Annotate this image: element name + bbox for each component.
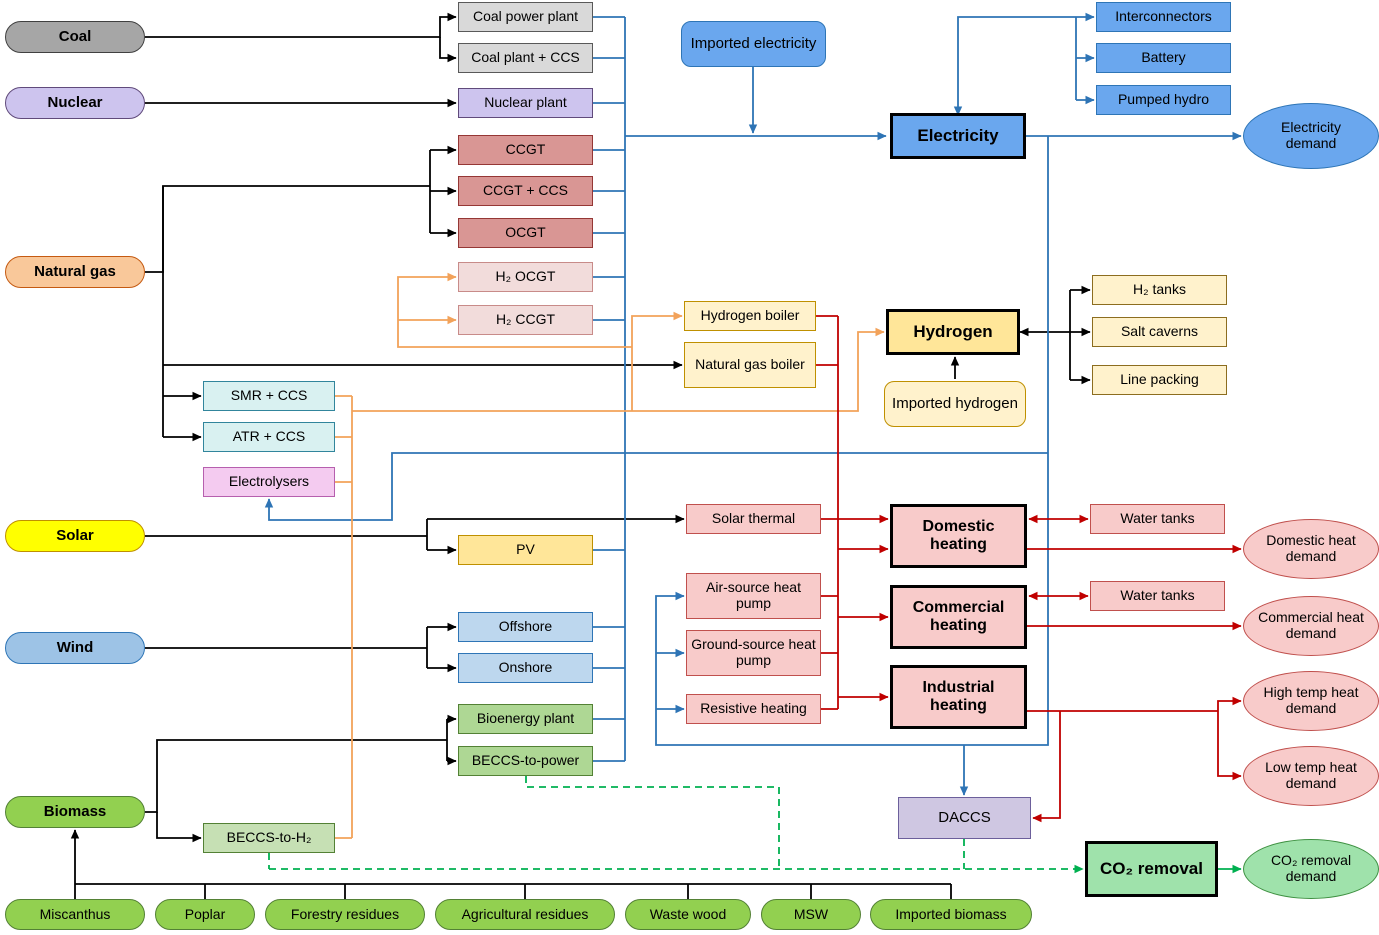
feedstock-msw: MSW — [761, 899, 861, 930]
interconnectors: Interconnectors — [1096, 2, 1231, 32]
battery: Battery — [1096, 43, 1231, 73]
air-source-heat-pump: Air-source heat pump — [686, 573, 821, 619]
electricity-demand: Electricity demand — [1243, 103, 1379, 169]
bioenergy-plant: Bioenergy plant — [458, 704, 593, 734]
hub-hydrogen: Hydrogen — [886, 309, 1020, 355]
low-temp-heat-demand: Low temp heat demand — [1243, 746, 1379, 806]
hub-electricity: Electricity — [890, 113, 1026, 159]
feedstock-waste-wood: Waste wood — [625, 899, 751, 930]
flow-orange — [397, 272, 632, 348]
hub-industrial-heating: Industrial heating — [890, 665, 1027, 729]
flow-black — [145, 185, 430, 273]
smr-ccs: SMR + CCS — [203, 381, 335, 411]
resistive-heating: Resistive heating — [686, 694, 821, 724]
source-wind: Wind — [5, 632, 145, 664]
flow-black — [145, 12, 457, 38]
source-biomass: Biomass — [5, 796, 145, 828]
ccgt: CCGT — [458, 135, 593, 165]
atr-ccs: ATR + CCS — [203, 422, 335, 452]
flow-blue — [264, 452, 1048, 521]
imported-hydrogen: Imported hydrogen — [884, 381, 1026, 427]
flow-red — [1217, 711, 1242, 781]
h2-ccgt: H₂ CCGT — [458, 305, 593, 335]
source-natural-gas: Natural gas — [5, 256, 145, 288]
domestic-heat-demand: Domestic heat demand — [1243, 519, 1379, 579]
feedstock-forestry-residues: Forestry residues — [265, 899, 425, 930]
beccs-to-power: BECCS-to-power — [458, 746, 593, 776]
pumped-hydro: Pumped hydro — [1096, 85, 1231, 115]
flow-blue — [655, 136, 1049, 746]
high-temp-heat-demand: High temp heat demand — [1243, 671, 1379, 731]
daccs: DACCS — [898, 797, 1031, 839]
co2-removal-demand: CO₂ removal demand — [1243, 839, 1379, 899]
h2-tanks: H₂ tanks — [1092, 275, 1227, 305]
feedstock-poplar: Poplar — [155, 899, 255, 930]
hub-commercial-heating: Commercial heating — [890, 585, 1027, 649]
source-nuclear: Nuclear — [5, 87, 145, 119]
water-tanks-commercial: Water tanks — [1090, 581, 1225, 611]
feedstock-agricultural-residues: Agricultural residues — [435, 899, 615, 930]
flow-black — [439, 37, 457, 63]
nuclear-plant: Nuclear plant — [458, 88, 593, 118]
natural-gas-boiler: Natural gas boiler — [684, 342, 816, 388]
water-tanks-domestic: Water tanks — [1090, 504, 1225, 534]
flow-black — [145, 739, 447, 813]
source-coal: Coal — [5, 21, 145, 53]
flow-black — [156, 812, 202, 843]
ground-source-heat-pump: Ground-source heat pump — [686, 630, 821, 676]
solar-thermal: Solar thermal — [686, 504, 821, 534]
h2-ocgt: H₂ OCGT — [458, 262, 593, 292]
feedstock-imported-biomass: Imported biomass — [870, 899, 1032, 930]
flow-green — [525, 776, 780, 869]
salt-caverns: Salt caverns — [1092, 317, 1227, 347]
co2-removal: CO₂ removal — [1085, 841, 1218, 897]
flow-red — [1032, 711, 1061, 823]
coal-power-plant: Coal power plant — [458, 2, 593, 32]
feedstock-miscanthus: Miscanthus — [5, 899, 145, 930]
coal-plant-ccs: Coal plant + CCS — [458, 43, 593, 73]
ccgt-ccs: CCGT + CCS — [458, 176, 593, 206]
onshore: Onshore — [458, 653, 593, 683]
flow-orange — [352, 327, 885, 412]
electrolysers: Electrolysers — [203, 467, 335, 497]
flow-red — [1217, 696, 1242, 711]
ocgt: OCGT — [458, 218, 593, 248]
commercial-heat-demand: Commercial heat demand — [1243, 596, 1379, 656]
flow-orange — [631, 311, 683, 411]
hydrogen-boiler: Hydrogen boiler — [684, 301, 816, 331]
pv: PV — [458, 535, 593, 565]
line-packing: Line packing — [1092, 365, 1227, 395]
hub-domestic-heating: Domestic heating — [890, 504, 1027, 568]
flow-blue — [953, 12, 1095, 116]
source-solar: Solar — [5, 520, 145, 552]
imported-electricity: Imported electricity — [681, 21, 826, 67]
offshore: Offshore — [458, 612, 593, 642]
beccs-to-h2: BECCS-to-H₂ — [203, 823, 335, 853]
